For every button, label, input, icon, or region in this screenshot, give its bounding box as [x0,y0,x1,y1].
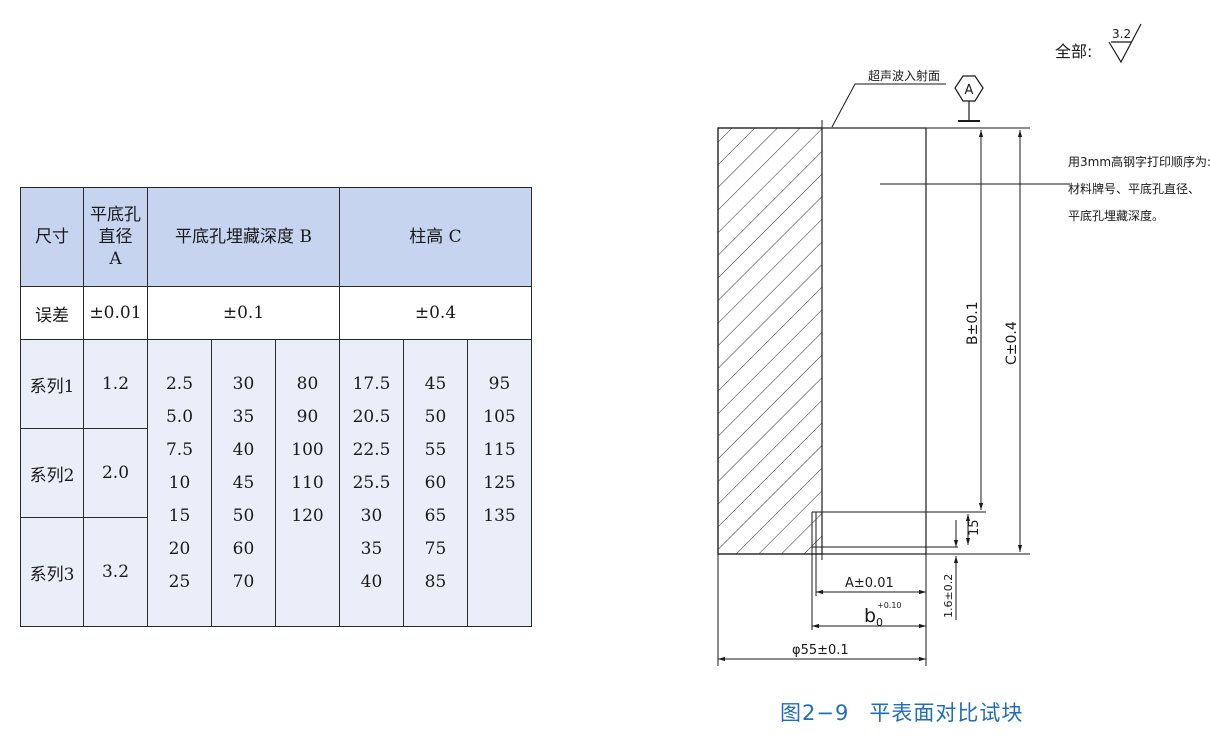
datum-symbol [954,75,984,122]
dim-diameter-label: φ55±0.1 [792,643,849,658]
surface-finish-label: 全部: [1055,42,1092,61]
table-cell: 17.5 [352,374,391,394]
table-cell: 20.5 [352,407,391,427]
table-cell: 30 [232,374,255,394]
table-cell: 115 [483,440,516,460]
tolerance-b: ±0.1 [147,286,340,340]
table-cell: 85 [424,572,447,592]
tolerance-a: ±0.01 [83,286,148,340]
header-diameter-line1: 平底孔 [90,205,141,225]
table-cell: 5.0 [165,407,194,427]
series-diameter: 3.2 [83,517,148,627]
table-cell: 45 [232,473,255,493]
table-cell: 125 [483,473,516,493]
table-cell: 35 [232,407,255,427]
table-cell: 75 [424,539,447,559]
table-cell: 30 [360,506,383,526]
depth-column-2: 30 35 40 45 50 60 70 [211,339,276,627]
note-line-2: 材料牌号、平底孔直径、 [1068,181,1200,196]
header-size: 尺寸 [20,187,84,287]
table-cell: 120 [291,506,324,526]
table-cell: 25.5 [352,473,391,493]
figure-title: 平表面对比试块 [869,701,1024,725]
header-height: 柱高 C [339,187,532,287]
table-cell: 7.5 [165,440,194,460]
table-cell: 15 [168,506,191,526]
table-cell: 110 [291,473,324,493]
flat-bottom-hole [811,511,986,556]
table-cell: 70 [232,572,255,592]
table-cell: 60 [232,539,255,559]
table-tolerance-row: 误差 ±0.01 ±0.1 ±0.4 [20,286,532,340]
table-cell: 2.5 [165,374,194,394]
spec-table: 尺寸 平底孔 直径 A 平底孔埋藏深度 B 柱高 C 误差 ±0.01 ±0.1… [20,187,532,627]
table-cell: 80 [296,374,319,394]
figure-number: 图2−9 [780,701,850,725]
table-header-row: 尺寸 平底孔 直径 A 平底孔埋藏深度 B 柱高 C [20,187,532,287]
table-cell: 10 [168,473,191,493]
table-cell: 55 [424,440,447,460]
table-cell: 22.5 [352,440,391,460]
depth-column-1: 2.5 5.0 7.5 10 15 20 25 [147,339,212,627]
header-diameter-line3: A [109,249,122,269]
table-cell: 90 [296,407,319,427]
series-name: 系列1 [20,339,84,429]
dim-b0-sup: +0.10 [877,601,902,610]
dim-c-label: C±0.4 [1004,321,1020,365]
series-diameter: 1.2 [83,339,148,429]
table-cell: 50 [424,407,447,427]
table-row: 系列2 2.0 [20,428,532,518]
table-cell: 25 [168,572,191,592]
header-diameter-line2: 直径 [98,227,133,247]
surface-finish-value: 3.2 [1112,27,1131,41]
dim-16-label: 1.6±0.2 [942,574,955,618]
incident-leader [831,83,946,128]
incident-surface-label: 超声波入射面 [868,68,940,83]
dim-a-label: A±0.01 [845,576,894,591]
note-line-1: 用3mm高钢字打印顺序为: [1068,154,1210,169]
table-cell: 45 [424,374,447,394]
table-cell: 35 [360,539,383,559]
table-row: 系列1 1.2 2.5 5.0 7.5 10 15 20 25 30 35 40… [20,339,532,627]
series-name: 系列3 [20,517,84,627]
table-cell: 50 [232,506,255,526]
dim-b0-base: b [864,605,876,627]
table-cell: 60 [424,473,447,493]
height-column-1: 17.5 20.5 22.5 25.5 30 35 40 [339,339,404,627]
header-depth: 平底孔埋藏深度 B [147,187,340,287]
dim-b-label: B±0.1 [965,301,981,345]
table-row: 系列3 3.2 [20,517,532,627]
tolerance-label: 误差 [20,286,84,340]
hatched-section [717,127,823,555]
height-column-2: 45 50 55 60 65 75 85 [403,339,468,627]
height-column-3: 95 105 115 125 135 [467,339,532,627]
extension-lines [717,127,1030,666]
table-cell: 135 [483,506,516,526]
table-cell: 100 [291,440,324,460]
table-cell: 65 [424,506,447,526]
table-cell: 40 [360,572,383,592]
table-cell: 40 [232,440,255,460]
table-cell: 105 [483,407,516,427]
table-cell: 20 [168,539,191,559]
table-cell: 95 [488,374,511,394]
surface-finish-symbol [1108,23,1142,64]
series-name: 系列2 [20,428,84,518]
dim-15-label: 15 [967,519,982,536]
dim-b0-sub: 0 [876,616,883,629]
depth-column-3: 80 90 100 110 120 [275,339,340,627]
figure-caption: 图2−9 平表面对比试块 [780,697,1023,727]
datum-label: A [965,83,974,98]
note-line-3: 平底孔埋藏深度。 [1068,208,1164,223]
